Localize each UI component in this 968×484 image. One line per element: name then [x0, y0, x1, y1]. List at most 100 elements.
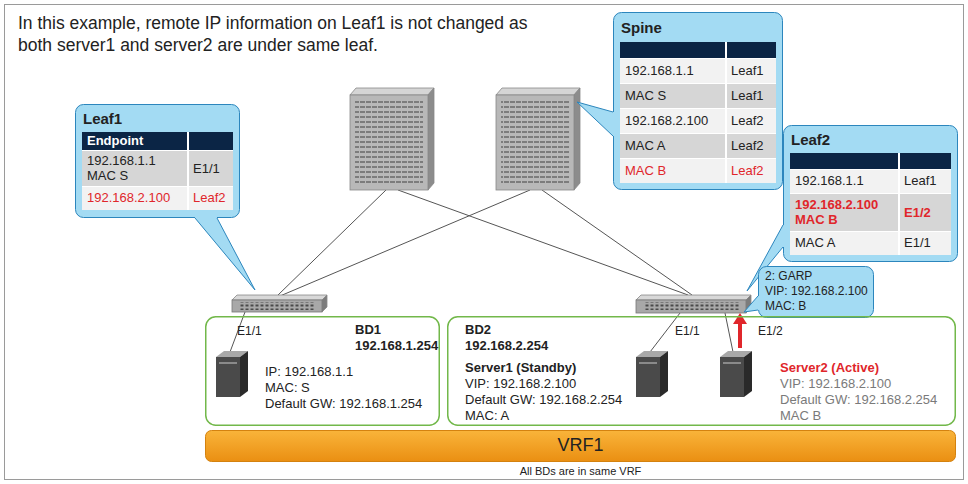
spine-switch-front [350, 95, 428, 190]
server-front [216, 357, 240, 397]
table-row [189, 187, 233, 210]
spine-switch-slots [355, 100, 423, 185]
callout-pointer [744, 296, 760, 312]
table-row [900, 170, 951, 193]
server-front [720, 357, 744, 397]
callout-body [784, 126, 958, 262]
bd-text: MAC: S [265, 380, 310, 395]
table-cell: 192.168.1.1 [625, 63, 694, 78]
bd-text: IP: 192.168.1.1 [265, 364, 353, 379]
table-row [727, 159, 776, 183]
server-front [636, 357, 660, 397]
table-cell: E1/2 [904, 205, 931, 220]
server-side [240, 351, 248, 397]
leaf-switch-ports [240, 302, 315, 310]
server-bezel [639, 362, 657, 364]
port-label: E1/1 [237, 324, 262, 338]
callout-text: 2: GARP [765, 269, 812, 283]
table-header-row [727, 42, 776, 58]
callout-heading: Leaf1 [83, 110, 122, 128]
access-link [725, 313, 733, 352]
bd-text: Default GW: 192.168.2.254 [780, 392, 937, 407]
bd-text: 192.168.2.254 [465, 338, 548, 353]
bd-text: BD2 [465, 322, 491, 337]
table-background [82, 132, 233, 210]
table-cell: 192.168.1.1 [795, 173, 864, 188]
table-row [727, 84, 776, 108]
vrf-band: VRF1 [205, 430, 956, 462]
callout-text: MAC: B [765, 299, 806, 313]
table-row [620, 109, 725, 133]
table-cell: E1/1 [193, 161, 220, 176]
table-row [727, 134, 776, 158]
table-row [189, 151, 233, 186]
table-background [620, 42, 776, 183]
table-header-row [620, 42, 725, 58]
diagram-caption: All BDs are in same VRF [205, 464, 956, 478]
spine-switch-side [428, 88, 434, 190]
callout-text: VIP: 192.168.2.100 [765, 284, 868, 298]
fabric-link [398, 190, 688, 295]
table-row [82, 187, 187, 210]
table-row [790, 170, 898, 193]
garp-arrow-shaft [738, 322, 742, 348]
table-row [727, 59, 776, 83]
table-header-row [900, 153, 951, 169]
port-label: E1/1 [675, 324, 700, 338]
spine-endpoint-callout: Spine192.168.1.1Leaf1MAC SLeaf1192.168.2… [613, 12, 783, 190]
server-side [660, 351, 668, 397]
bd-text: MAC B [780, 408, 821, 423]
server-bezel [219, 362, 237, 364]
leaf-switch-top [636, 295, 751, 300]
bridge-domain-box: BD2192.168.2.254E1/1E1/2Server1 (Standby… [447, 316, 956, 426]
table-cell: Leaf2 [731, 113, 764, 128]
table-cell: Leaf2 [731, 163, 764, 178]
leaf-switch-top [232, 295, 327, 300]
table-cell: MAC B [625, 163, 666, 178]
table-cell: 192.168.2.100 [87, 190, 170, 205]
table-header-row [189, 132, 233, 150]
table-header: Endpoint [87, 133, 143, 148]
table-cell: 192.168.1.1 MAC S [87, 153, 167, 183]
table-cell: MAC A [625, 138, 665, 153]
bridge-domain-outline [206, 317, 440, 426]
leaf-switch-front [232, 300, 322, 312]
table-cell: 192.168.2.100 [625, 113, 708, 128]
outer-frame [5, 5, 964, 480]
bd-text: 192.168.1.254 [355, 338, 438, 353]
table-row [900, 194, 951, 231]
table-header-row [82, 132, 187, 150]
garp-callout: 2: GARPVIP: 192.168.2.100MAC: B [758, 266, 874, 318]
table-cell: Leaf2 [193, 190, 226, 205]
table-background [790, 153, 951, 255]
diagram-title: In this example, remote IP information o… [18, 12, 543, 56]
table-cell: Leaf2 [731, 138, 764, 153]
table-row [82, 151, 187, 186]
leaf-switch-front [636, 300, 746, 313]
spine-switch-top [496, 88, 580, 95]
bd-text: VIP: 192.168.2.100 [780, 376, 891, 391]
table-cell: Leaf1 [904, 173, 937, 188]
bd-text: MAC: A [465, 408, 509, 423]
vrf-band-fill [206, 431, 956, 462]
bd-text: Server1 (Standby) [465, 360, 576, 375]
table-cell: Leaf1 [731, 88, 764, 103]
callout-heading: Spine [621, 19, 662, 37]
callout-pointer-edge [744, 296, 758, 312]
callout-body [759, 267, 874, 318]
table-row [620, 134, 725, 158]
callout-body [76, 105, 240, 218]
bd-text: BD1 [355, 322, 381, 337]
spine-switch-front [496, 95, 574, 190]
table-cell: 192.168.2.100 MAC B [795, 197, 895, 227]
callout-body [614, 13, 783, 190]
leaf1-endpoint-callout: Leaf1Endpoint 192.168.1.1 MAC S E1/1 192.16… [75, 104, 240, 218]
table-row [620, 159, 725, 183]
table-cell: Leaf1 [731, 63, 764, 78]
fabric-link [542, 190, 692, 295]
table-header-row [790, 153, 898, 169]
bd-text: Default GW: 192.168.1.254 [265, 396, 422, 411]
